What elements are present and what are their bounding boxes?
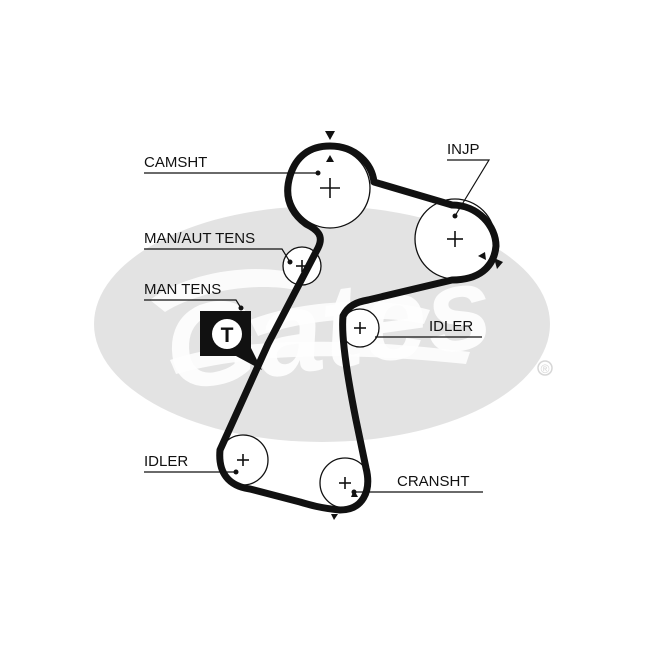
man-tens-callout: MAN TENS bbox=[144, 281, 244, 311]
camsht-callout: CAMSHT bbox=[144, 154, 321, 176]
tension-pointer-icon: T bbox=[200, 311, 262, 370]
injp-label: INJP bbox=[447, 141, 480, 158]
plus-cross-icon bbox=[320, 178, 340, 198]
camshaft-top-triangle-marker-icon bbox=[325, 131, 335, 140]
tension-symbol: T bbox=[221, 324, 234, 347]
man-aut-tens-callout: MAN/AUT TENS bbox=[144, 230, 293, 265]
plus-cross-icon bbox=[296, 260, 308, 272]
cransht-outer-triangle-marker-icon bbox=[331, 514, 338, 520]
man-aut-tens-label: MAN/AUT TENS bbox=[144, 230, 255, 247]
registered-mark-circle bbox=[537, 360, 553, 376]
timing-belt bbox=[216, 142, 500, 514]
injp-callout: INJP bbox=[447, 141, 491, 219]
injp-outer-triangle-marker-icon bbox=[494, 258, 503, 269]
idler-right-callout: IDLER bbox=[375, 318, 482, 338]
camsht-label: CAMSHT bbox=[144, 154, 207, 171]
registered-mark: ® bbox=[541, 362, 550, 376]
idler-right-label: IDLER bbox=[429, 318, 473, 335]
plus-cross-icon bbox=[354, 322, 366, 334]
man-tens-label: MAN TENS bbox=[144, 281, 221, 298]
plus-cross-icon bbox=[339, 477, 351, 489]
cransht-callout: CRANSHT bbox=[351, 473, 483, 495]
idler-left-label: IDLER bbox=[144, 453, 188, 470]
injp-inner-triangle-marker-icon bbox=[478, 252, 486, 260]
camshaft-inner-triangle-marker-icon bbox=[326, 155, 334, 162]
cransht-label: CRANSHT bbox=[397, 473, 470, 490]
plus-cross-icon bbox=[237, 454, 249, 466]
idler-left-callout: IDLER bbox=[144, 453, 239, 475]
plus-cross-icon bbox=[447, 231, 463, 247]
